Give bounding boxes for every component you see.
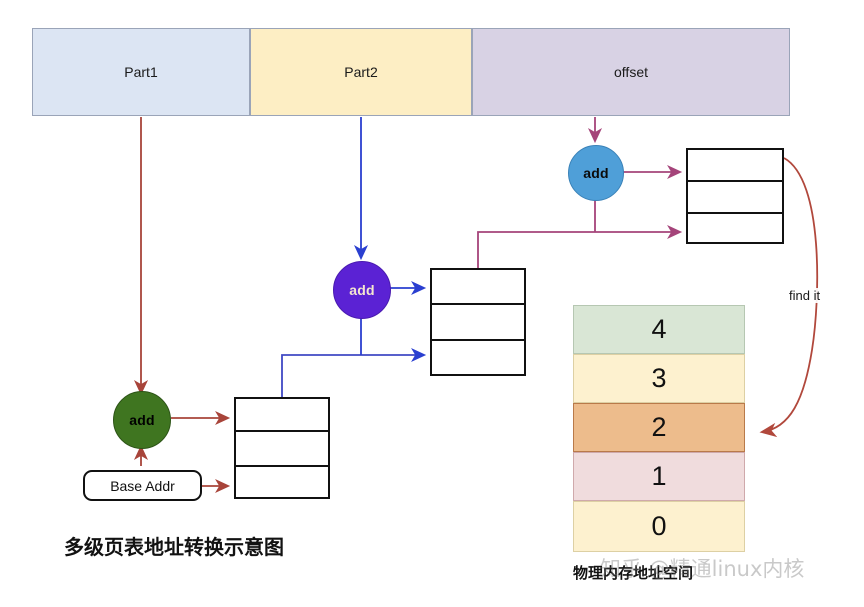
page-table-row [688, 182, 782, 214]
memory-row-4: 4 [573, 305, 745, 354]
page-table-row [688, 150, 782, 182]
page-table-row [432, 305, 524, 341]
memory-row-1: 1 [573, 452, 745, 501]
memory-row-label: 4 [651, 314, 667, 344]
page-table-level3 [686, 148, 784, 244]
add-node-level1: add [113, 391, 171, 449]
add-node-label: add [583, 165, 609, 181]
physical-memory-block: 4 3 2 1 0 [573, 305, 745, 552]
memory-row-0: 0 [573, 501, 745, 552]
page-table-row [432, 341, 524, 378]
page-table-level2 [430, 268, 526, 376]
address-segment-label: Part2 [344, 64, 378, 80]
page-table-level1 [234, 397, 330, 499]
address-segment-part1: Part1 [32, 28, 250, 116]
page-table-row [236, 432, 328, 467]
memory-row-2: 2 [573, 403, 745, 452]
add-node-level2: add [333, 261, 391, 319]
page-table-row [236, 467, 328, 501]
page-table-row [236, 399, 328, 432]
address-segment-label: Part1 [124, 64, 158, 80]
diagram-title: 多级页表地址转换示意图 [64, 535, 284, 559]
add-node-level3: add [568, 145, 624, 201]
page-table-row [432, 270, 524, 305]
add-node-label: add [129, 412, 155, 428]
memory-row-3: 3 [573, 354, 745, 403]
base-address-label: Base Addr [110, 477, 175, 494]
page-table-row [688, 214, 782, 246]
address-segment-part2: Part2 [250, 28, 472, 116]
memory-row-label: 0 [651, 511, 667, 541]
address-segment-offset: offset [472, 28, 790, 116]
find-it-annotation: find it [787, 288, 823, 303]
address-segment-label: offset [614, 64, 648, 80]
memory-caption: 物理内存地址空间 [573, 564, 694, 582]
memory-row-label: 2 [651, 412, 667, 442]
base-address-box: Base Addr [83, 470, 202, 501]
memory-row-label: 3 [651, 363, 667, 393]
memory-row-label: 1 [651, 461, 667, 491]
add-node-label: add [349, 282, 375, 298]
